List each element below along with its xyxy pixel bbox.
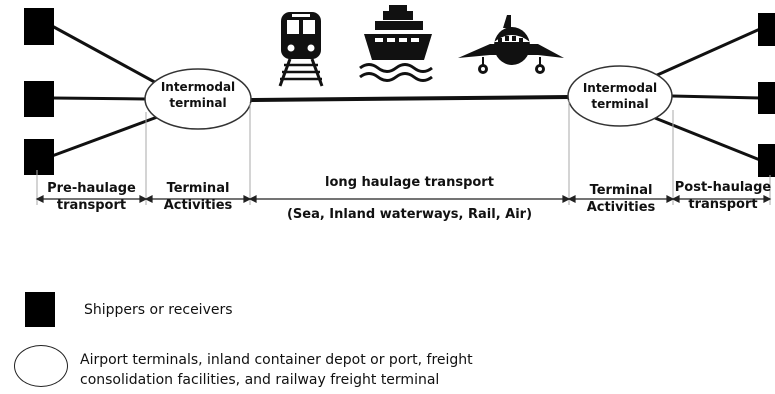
terminal-activities-left-label: Terminal Activities xyxy=(146,180,250,214)
shipper-box-left-1 xyxy=(24,8,54,45)
legend-terminals-line-1: Airport terminals, inland container depo… xyxy=(80,352,473,368)
long-haulage-label: long haulage transport xyxy=(325,175,494,190)
airplane-icon xyxy=(458,15,564,74)
post-haulage-label: Post-haulage transport xyxy=(673,179,773,213)
long-haul-link xyxy=(249,95,570,102)
link-left-2 xyxy=(51,96,147,101)
left-terminal-label: Intermodal terminal xyxy=(146,79,250,111)
terminal-activities-right-label: Terminal Activities xyxy=(569,182,673,216)
terminal-oval-left xyxy=(144,68,252,130)
link-right-2 xyxy=(671,94,761,100)
right-terminal-line-1: Intermodal xyxy=(582,81,658,95)
left-terminal-line-1: Intermodal xyxy=(160,80,236,94)
legend-terminal-oval xyxy=(14,345,68,387)
link-right-1 xyxy=(654,27,761,78)
right-terminal-line-2: terminal xyxy=(591,97,649,111)
pre-haulage-line-2: transport xyxy=(56,198,127,213)
long-haulage-modes: (Sea, Inland waterways, Rail, Air) xyxy=(286,207,533,222)
link-right-3 xyxy=(654,116,761,162)
shipper-box-right-1 xyxy=(758,13,775,46)
legend-shipper-box xyxy=(25,292,55,327)
shipper-box-right-3 xyxy=(758,144,775,177)
terminal-oval-right xyxy=(567,65,673,127)
terminal-activities-right-line-1: Terminal xyxy=(589,183,653,198)
shipper-box-right-2 xyxy=(758,82,775,114)
cargo-ship-icon xyxy=(359,5,433,82)
terminal-activities-left-line-1: Terminal xyxy=(166,181,230,196)
link-left-3 xyxy=(51,114,161,158)
link-left-1 xyxy=(51,24,161,87)
post-haulage-line-2: transport xyxy=(688,197,758,212)
shipper-box-left-2 xyxy=(24,81,54,117)
train-icon xyxy=(278,12,324,87)
terminal-activities-left-line-2: Activities xyxy=(163,198,233,213)
segment-dividers xyxy=(36,100,771,205)
shipper-box-left-3 xyxy=(24,139,54,175)
legend-shippers-text: Shippers or receivers xyxy=(84,302,233,318)
legend-terminals-line-2: consolidation facilities, and railway fr… xyxy=(80,372,440,388)
post-haulage-line-1: Post-haulage xyxy=(674,180,772,195)
pre-haulage-label: Pre-haulage transport xyxy=(37,180,146,214)
right-terminal-label: Intermodal terminal xyxy=(568,80,672,112)
dimension-arrows xyxy=(35,195,772,203)
terminal-activities-right-line-2: Activities xyxy=(586,200,656,215)
pre-haulage-line-1: Pre-haulage xyxy=(47,181,136,196)
left-terminal-line-2: terminal xyxy=(169,96,227,110)
